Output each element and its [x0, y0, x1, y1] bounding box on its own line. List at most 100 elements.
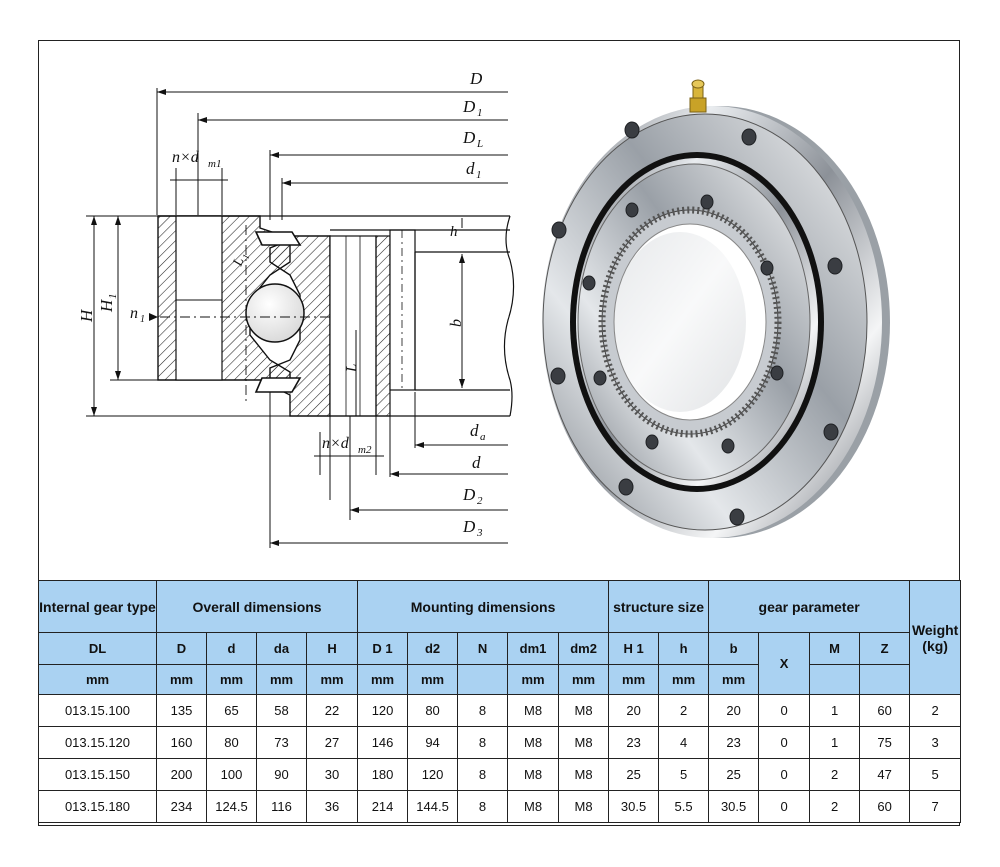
table-cell: 0 — [758, 790, 811, 823]
table-cell: 124.5 — [206, 790, 257, 823]
table-cell: 3 — [909, 726, 962, 759]
header-overall: Overall dimensions — [155, 580, 359, 633]
bearing-cross-section — [157, 215, 515, 417]
dimension-lines-bottom — [269, 392, 508, 548]
label-da: d a — [470, 421, 486, 443]
svg-text:m2: m2 — [358, 444, 372, 456]
table-cell: 013.15.180 — [38, 790, 157, 823]
label-n-dm2: n×d m2 — [322, 435, 372, 456]
svg-text:1: 1 — [476, 169, 482, 181]
col-X: X — [758, 632, 811, 695]
svg-text:a: a — [480, 431, 486, 443]
label-h: h — [450, 224, 458, 240]
label-D2: D 2 — [462, 485, 483, 507]
table-cell: 5.5 — [658, 790, 710, 823]
table-cell: 36 — [305, 790, 359, 823]
svg-text:3: 3 — [476, 527, 483, 539]
col-dm2: dm2 — [558, 632, 610, 665]
header-gear: gear parameter — [708, 580, 911, 633]
table-cell: 5 — [909, 758, 962, 791]
table-cell: 80 — [407, 694, 459, 727]
table-cell: 30.5 — [708, 790, 760, 823]
table-cell: 1 — [809, 694, 861, 727]
table-cell: 144.5 — [407, 790, 459, 823]
svg-text:1: 1 — [140, 314, 145, 325]
svg-text:1: 1 — [477, 107, 483, 119]
col-D: D — [156, 632, 207, 665]
label-d: d — [472, 453, 481, 472]
table-cell: 58 — [256, 694, 307, 727]
svg-text:H: H — [97, 298, 116, 313]
table-cell: 27 — [305, 726, 359, 759]
header-weight: Weight (kg) — [909, 580, 962, 695]
table-cell: 0 — [758, 726, 811, 759]
label-L: L — [344, 364, 360, 373]
unit-cell: mm — [708, 664, 760, 695]
unit-cell: mm — [558, 664, 610, 695]
unit-cell: mm — [357, 664, 409, 695]
table-header-groups: Internal gear type Overall dimensions Mo… — [38, 580, 962, 695]
col-H1: H 1 — [608, 632, 660, 665]
svg-text:2: 2 — [477, 495, 483, 507]
label-b: b — [448, 319, 465, 327]
table-cell: 135 — [156, 694, 207, 727]
svg-text:L: L — [476, 138, 483, 150]
table-cell: 1 — [809, 726, 861, 759]
table-cell: 0 — [758, 694, 811, 727]
header-structure: structure size — [608, 580, 710, 633]
table-cell: 25 — [708, 758, 760, 791]
col-N: N — [457, 632, 509, 665]
svg-text:D: D — [462, 128, 476, 147]
svg-text:d: d — [470, 421, 479, 440]
unit-cell: mm — [38, 664, 157, 695]
table-cell: 23 — [708, 726, 760, 759]
table-cell: 8 — [457, 758, 509, 791]
label-d1: d 1 — [466, 159, 482, 181]
table-cell: 25 — [608, 758, 660, 791]
table-cell: 116 — [256, 790, 307, 823]
table-cell: 60 — [859, 694, 911, 727]
unit-cell: mm — [658, 664, 710, 695]
unit-cell: mm — [305, 664, 359, 695]
label-n1: n 1 — [130, 305, 145, 325]
svg-text:m1: m1 — [208, 158, 221, 170]
unit-cell: mm — [256, 664, 307, 695]
table-cell: 60 — [859, 790, 911, 823]
arrowheads-top — [157, 89, 291, 186]
table-cell: M8 — [507, 790, 560, 823]
table-cell: 146 — [357, 726, 409, 759]
table-cell: 2 — [909, 694, 962, 727]
table-cell: M8 — [558, 694, 610, 727]
arrowheads-left — [91, 216, 158, 416]
table-header-units: mm mm mm mm mm mm mm mm mm mm mm mm — [38, 664, 961, 695]
table-cell: 90 — [256, 758, 307, 791]
table-cell: 65 — [206, 694, 257, 727]
unit-cell: mm — [156, 664, 207, 695]
label-H1: H 1 — [97, 294, 119, 314]
col-d: d — [206, 632, 257, 665]
svg-text:n×d: n×d — [322, 435, 350, 452]
table-cell: 2 — [809, 758, 861, 791]
col-h: h — [658, 632, 710, 665]
table-cell: 2 — [809, 790, 861, 823]
table-cell: 8 — [457, 790, 509, 823]
col-b: b — [708, 632, 760, 665]
specification-table: Internal gear type Overall dimensions Mo… — [38, 580, 962, 823]
svg-text:n×d: n×d — [172, 149, 200, 166]
table-cell: 20 — [608, 694, 660, 727]
table-cell: 94 — [407, 726, 459, 759]
label-D: D — [469, 69, 483, 88]
table-cell: 7 — [909, 790, 962, 823]
unit-cell — [457, 664, 509, 695]
table-cell: 23 — [608, 726, 660, 759]
table-cell: 013.15.150 — [38, 758, 157, 791]
col-da: da — [256, 632, 307, 665]
table-cell: 013.15.120 — [38, 726, 157, 759]
table-cell: 47 — [859, 758, 911, 791]
col-D1: D 1 — [357, 632, 409, 665]
svg-text:1: 1 — [107, 294, 119, 300]
table-cell: 73 — [256, 726, 307, 759]
